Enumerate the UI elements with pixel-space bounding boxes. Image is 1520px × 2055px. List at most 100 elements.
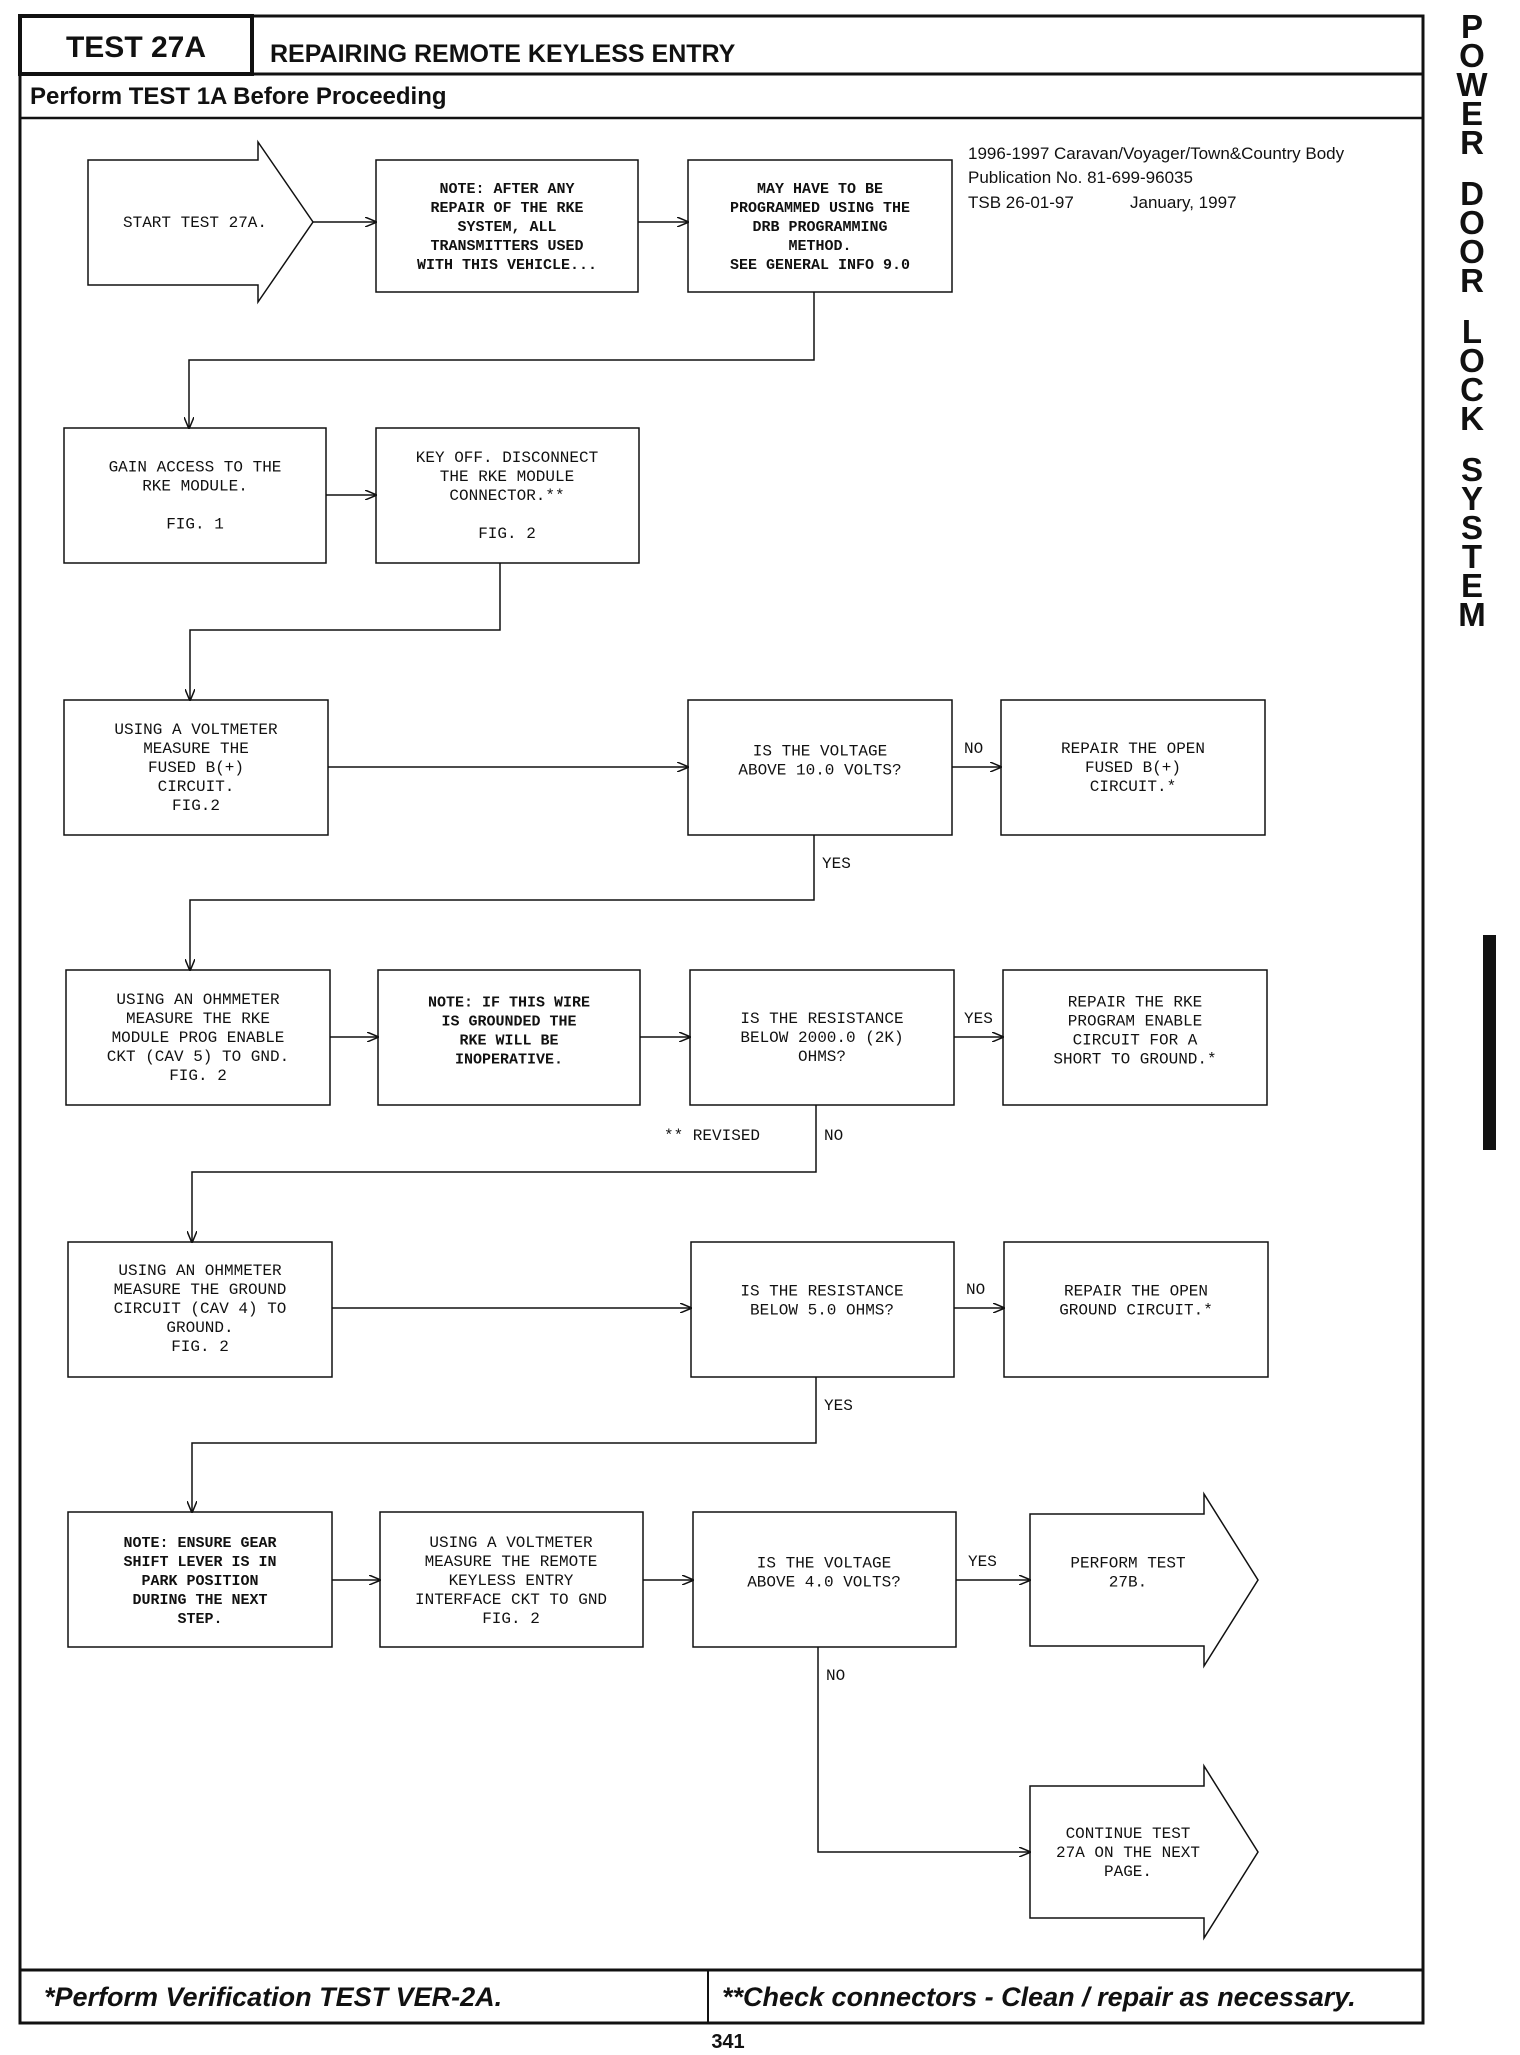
- node-label-line: REPAIR THE OPEN: [1064, 1283, 1208, 1301]
- side-title-letter: S: [1461, 451, 1483, 488]
- node-label-line: SHORT TO GROUND.*: [1053, 1051, 1216, 1069]
- side-title-letter: D: [1460, 175, 1484, 212]
- section-tab-bar: [1483, 935, 1496, 1150]
- publication-line-2: Publication No. 81-699-96035: [968, 168, 1193, 187]
- node-label-line: GROUND.: [166, 1319, 233, 1337]
- node-label-line: IS THE RESISTANCE: [740, 1283, 903, 1301]
- side-title-letter: O: [1459, 37, 1485, 74]
- edge-label-yes-1: YES: [822, 855, 851, 873]
- node-label-line: STEP.: [177, 1611, 222, 1628]
- gain-access-box: [63, 427, 327, 564]
- node-label-line: INTERFACE CKT TO GND: [415, 1591, 607, 1609]
- node-label-line: FUSED B(+): [1085, 759, 1181, 777]
- side-title-letter: O: [1459, 233, 1485, 270]
- publication-tsb: TSB 26-01-97: [968, 193, 1074, 212]
- node-label-line: IS THE RESISTANCE: [740, 1010, 903, 1028]
- node-label-line: NOTE: AFTER ANY: [439, 181, 574, 198]
- node-label-line: FIG. 1: [166, 516, 224, 534]
- edge-label-revised: ** REVISED: [664, 1127, 760, 1145]
- repair-prog-box: [1002, 969, 1268, 1106]
- node-label-line: MEASURE THE RKE: [126, 1010, 270, 1028]
- node-label-line: RKE MODULE.: [142, 478, 248, 496]
- node-label-line: REPAIR THE RKE: [1068, 994, 1202, 1012]
- may-program-box: [687, 159, 953, 293]
- side-title-letter: C: [1460, 371, 1484, 408]
- node-label-line: MODULE PROG ENABLE: [112, 1029, 285, 1047]
- node-label-line: MEASURE THE: [143, 740, 249, 758]
- node-label-line: FIG. 2: [478, 525, 536, 543]
- node-label-line: KEY OFF. DISCONNECT: [416, 449, 598, 467]
- ohm-prog-box: [65, 969, 331, 1106]
- side-title-letter: W: [1456, 66, 1488, 103]
- node-label-line: DRB PROGRAMMING: [752, 219, 887, 236]
- node-label-line: REPAIR THE OPEN: [1061, 740, 1205, 758]
- node-label-line: 27A ON THE NEXT: [1056, 1844, 1200, 1862]
- node-label-line: FIG. 2: [169, 1067, 227, 1085]
- side-title-letter: K: [1460, 400, 1484, 437]
- test-id: TEST 27A: [66, 31, 206, 64]
- node-label-line: PERFORM TEST: [1070, 1555, 1185, 1573]
- repair-b-box: [1000, 699, 1266, 836]
- side-title-letter: S: [1461, 509, 1483, 546]
- node-label-line: PAGE.: [1104, 1863, 1152, 1881]
- node-label-line: USING AN OHMMETER: [116, 991, 280, 1009]
- side-title-letter: E: [1461, 95, 1483, 132]
- node-label-line: CIRCUIT.: [158, 778, 235, 796]
- node-label-start: START TEST 27A.: [123, 214, 267, 232]
- side-title-letter: E: [1461, 567, 1483, 604]
- node-label-line: FUSED B(+): [148, 759, 244, 777]
- node-label-line: WITH THIS VEHICLE...: [417, 257, 597, 274]
- side-title-letter: L: [1462, 313, 1482, 350]
- edge-label-no-4: NO: [826, 1667, 845, 1685]
- node-label-line: FIG.2: [172, 797, 220, 815]
- node-label-line: FIG. 2: [482, 1610, 540, 1628]
- node-label-line: CIRCUIT (CAV 4) TO: [114, 1300, 287, 1318]
- node-label-line: USING A VOLTMETER: [429, 1534, 593, 1552]
- side-title-letter: M: [1458, 596, 1486, 633]
- note-repair-box: [375, 159, 639, 293]
- page-frame: [18, 14, 1425, 2025]
- ohm-ground-box: [67, 1241, 333, 1378]
- node-label-line: ABOVE 10.0 VOLTS?: [738, 762, 901, 780]
- node-label-line: MEASURE THE REMOTE: [425, 1553, 598, 1571]
- node-label-line: USING A VOLTMETER: [114, 721, 278, 739]
- node-label-line: OHMS?: [798, 1048, 846, 1066]
- node-label-line: MEASURE THE GROUND: [114, 1281, 287, 1299]
- note-wire-box: [377, 969, 641, 1106]
- edge-label-no-3: NO: [966, 1281, 985, 1299]
- publication-date: January, 1997: [1130, 193, 1236, 212]
- node-label-line: INOPERATIVE.: [455, 1052, 563, 1069]
- voltmeter-b-box: [63, 699, 329, 836]
- node-label-line: GROUND CIRCUIT.*: [1059, 1302, 1213, 1320]
- resistance-2000-question-box: [689, 969, 955, 1106]
- page-title: REPAIRING REMOTE KEYLESS ENTRY: [270, 40, 736, 68]
- node-label-line: NOTE: IF THIS WIRE: [428, 995, 590, 1012]
- node-label-line: BELOW 2000.0 (2K): [740, 1029, 903, 1047]
- footer-right-note: **Check connectors - Clean / repair as n…: [722, 1982, 1356, 2012]
- continue-arrow-shape: [1029, 1763, 1259, 1941]
- side-title-letter: R: [1460, 124, 1484, 161]
- publication-line-1: 1996-1997 Caravan/Voyager/Town&Country B…: [968, 144, 1345, 163]
- connectors: [189, 222, 1030, 1852]
- edge-label-yes-3: YES: [824, 1397, 853, 1415]
- start-arrow-shape: [87, 139, 314, 305]
- page-subtitle: Perform TEST 1A Before Proceeding: [30, 83, 447, 110]
- node-label-line: CKT (CAV 5) TO GND.: [107, 1048, 289, 1066]
- node-label-line: MAY HAVE TO BE: [757, 181, 883, 198]
- node-label-line: USING AN OHMMETER: [118, 1262, 282, 1280]
